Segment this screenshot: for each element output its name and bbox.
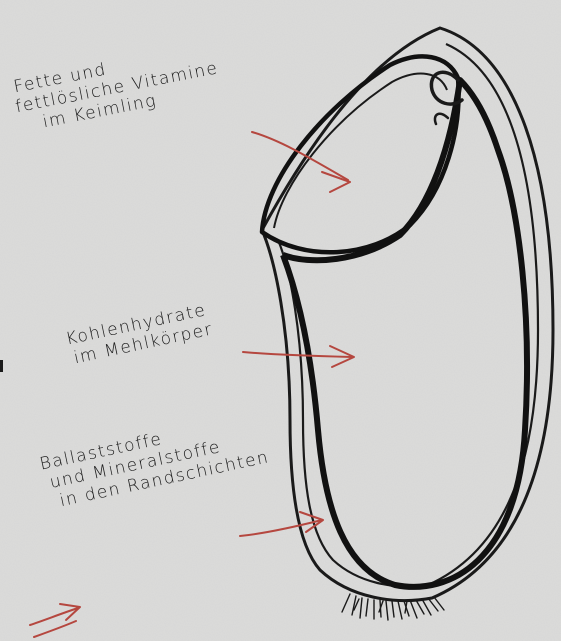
arrow-to-germ-head [322,172,350,192]
grain-brush-hairs [342,594,444,620]
germ-hook-detail-2 [435,114,448,124]
arrow-to-endosperm [243,352,352,357]
decorative-arrow-2 [34,621,76,637]
edge-mark [0,360,3,372]
decorative-arrow-head [60,604,80,620]
arrow-to-bran [240,520,322,536]
germ-outline [262,56,459,252]
endosperm-outline [283,80,527,587]
arrows [30,132,354,637]
